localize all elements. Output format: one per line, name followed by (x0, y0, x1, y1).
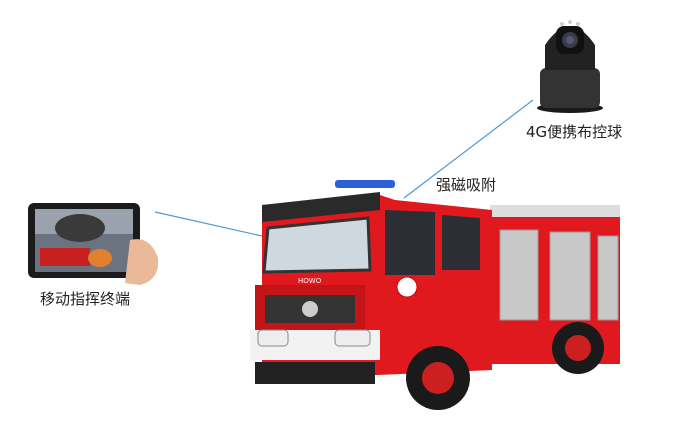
magnet-label: 强磁吸附 (436, 176, 497, 194)
terminal-connector-line (154, 211, 263, 237)
camera-connector-line (403, 99, 534, 199)
ptz-camera-icon (537, 20, 603, 113)
camera-label: 4G便携布控球 (526, 123, 623, 141)
tablet-terminal-icon (28, 203, 159, 285)
terminal-label: 移动指挥终端 (40, 290, 131, 308)
fire-truck-image (250, 180, 620, 410)
truck-grille-brand: HOWO (298, 277, 322, 285)
